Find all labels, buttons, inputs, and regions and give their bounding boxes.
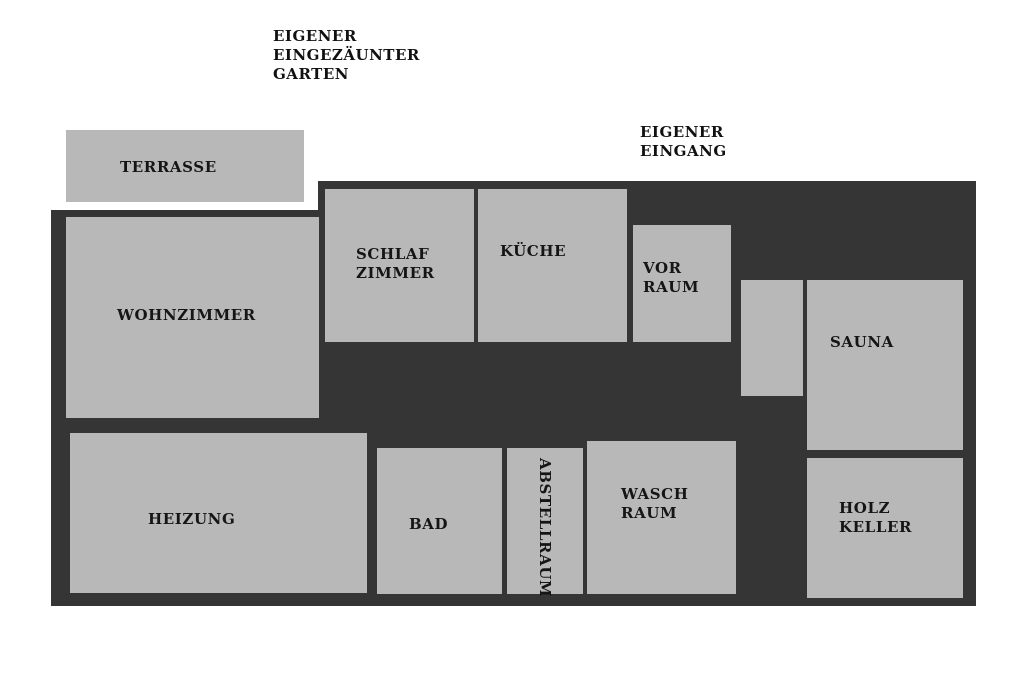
room-unlabeled [741, 280, 803, 396]
room-label: SAUNA [830, 333, 894, 351]
room-label: SCHLAF [356, 245, 430, 263]
room-label: KÜCHE [500, 242, 567, 260]
room-vorraum: VOR RAUM [633, 225, 731, 342]
entrance-label-line: EIGENER [640, 123, 724, 141]
room-sauna: SAUNA [807, 280, 963, 450]
room-abstellraum: ABSTELLRAUM [507, 448, 583, 598]
garden-label-line: EINGEZÄUNTER [273, 46, 420, 64]
room-label: WOHNZIMMER [117, 306, 256, 324]
entrance-label: EIGENER EINGANG [640, 123, 727, 161]
room-label: BAD [409, 515, 449, 533]
room-kueche: KÜCHE [478, 189, 627, 342]
garden-label: EIGENER EINGEZÄUNTER GARTEN [273, 27, 420, 84]
room-waschraum: WASCH RAUM [587, 441, 736, 594]
room-label: HEIZUNG [148, 510, 236, 528]
room-schlafzimmer: SCHLAF ZIMMER [325, 189, 474, 342]
room-label: ZIMMER [356, 264, 435, 282]
room-wohnzimmer: WOHNZIMMER [66, 217, 319, 418]
room-label: VOR [643, 259, 682, 277]
room-label: RAUM [643, 278, 700, 296]
room-label: WASCH [621, 485, 689, 503]
room-label: RAUM [621, 504, 678, 522]
garden-label-line: GARTEN [273, 65, 349, 83]
room-label: HOLZ [839, 499, 891, 517]
room-terrasse: TERRASSE [66, 130, 304, 202]
room-bad: BAD [377, 448, 502, 594]
room-label: TERRASSE [120, 158, 217, 176]
room-holzkeller: HOLZ KELLER [807, 458, 963, 598]
entrance-label-line: EINGANG [640, 142, 727, 160]
room-label: ABSTELLRAUM [536, 458, 554, 598]
room-label: KELLER [839, 518, 913, 536]
room-heizung: HEIZUNG [70, 433, 367, 593]
garden-label-line: EIGENER [273, 27, 357, 45]
